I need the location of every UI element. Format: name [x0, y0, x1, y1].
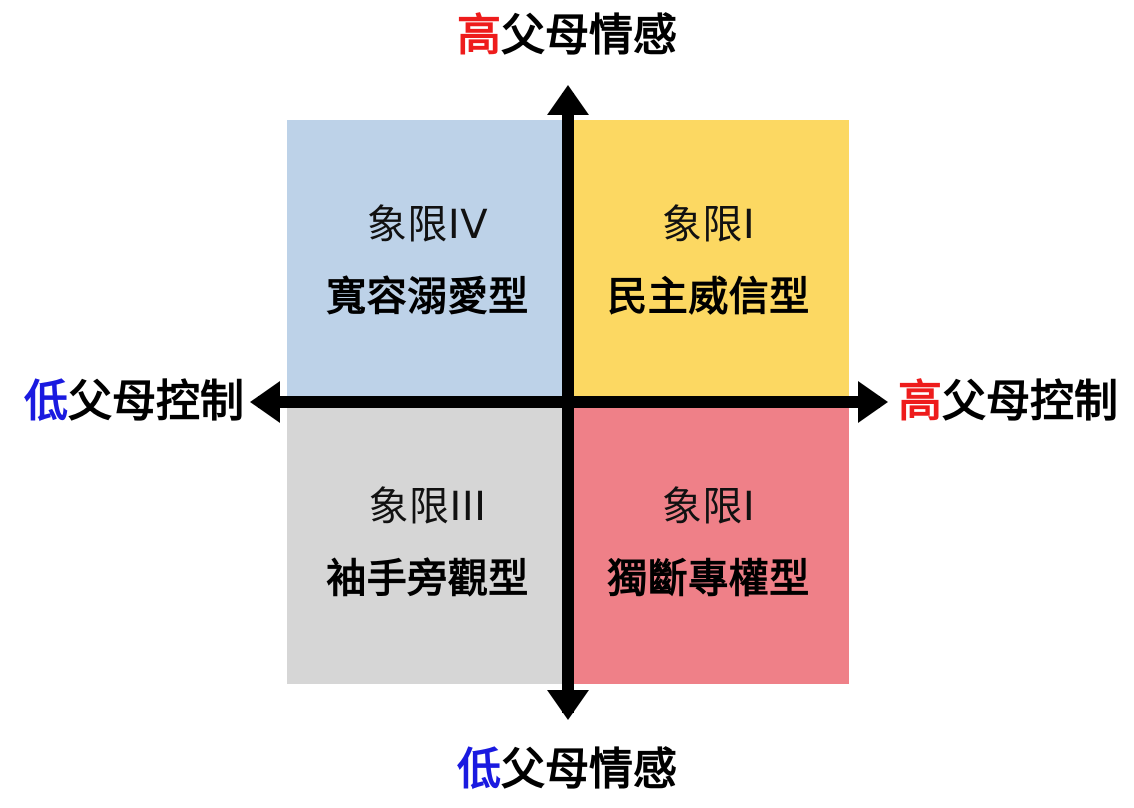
quadrant-top-right: 象限I 民主威信型: [568, 120, 849, 402]
quadrant-top-right-name: 民主威信型: [607, 274, 810, 320]
quadrant-top-left: 象限IV 寬容溺愛型: [287, 120, 568, 402]
axis-label-bottom: 低父母情感: [0, 748, 1134, 792]
axis-label-top: 高父母情感: [0, 14, 1134, 58]
quadrant-bottom-right: 象限I 獨斷專權型: [568, 402, 849, 684]
quadrant-top-right-number: 象限I: [661, 202, 756, 248]
axis-label-left-prefix: 低: [24, 376, 68, 427]
axis-label-bottom-text: 父母情感: [501, 744, 677, 795]
axis-label-bottom-prefix: 低: [457, 744, 501, 795]
quadrant-bottom-left-number: 象限III: [368, 484, 487, 530]
axis-label-right-prefix: 高: [898, 376, 942, 427]
axis-label-right-text: 父母控制: [942, 376, 1118, 427]
quadrant-bottom-left-name: 袖手旁觀型: [326, 556, 529, 602]
vertical-axis-line: [562, 93, 574, 713]
arrow-down-icon: [547, 690, 589, 720]
quadrant-bottom-right-number: 象限I: [661, 484, 756, 530]
axis-label-left: 低父母控制: [24, 380, 244, 424]
quadrant-bottom-right-name: 獨斷專權型: [607, 556, 810, 602]
axis-label-top-prefix: 高: [457, 10, 501, 61]
quadrant-top-left-name: 寬容溺愛型: [326, 274, 529, 320]
axis-label-right: 高父母控制: [898, 380, 1118, 424]
arrow-up-icon: [547, 85, 589, 115]
axis-label-top-text: 父母情感: [501, 10, 677, 61]
arrow-right-icon: [858, 381, 888, 423]
quadrant-bottom-left: 象限III 袖手旁觀型: [287, 402, 568, 684]
arrow-left-icon: [250, 381, 280, 423]
quadrant-top-left-number: 象限IV: [366, 202, 489, 248]
axis-label-left-text: 父母控制: [68, 376, 244, 427]
